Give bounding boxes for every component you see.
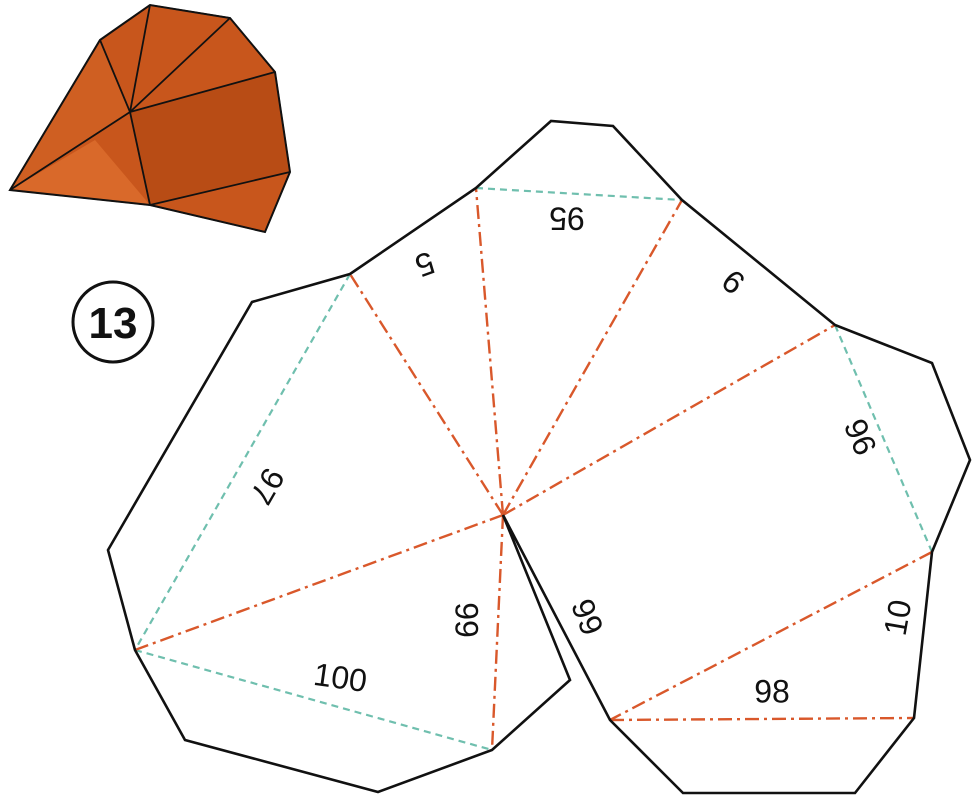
mountain-fold-4: [502, 323, 836, 517]
mountain-fold-3: [348, 273, 505, 516]
label-5: 5: [410, 244, 439, 284]
label-100: 100: [311, 656, 369, 699]
model-light-face-2: [10, 40, 130, 190]
label-99-left: 99: [449, 602, 485, 638]
valley-fold-96: [833, 324, 934, 553]
piece-number-circle: [71, 280, 155, 364]
piece-number-badge: 13: [71, 280, 155, 364]
valley-fold-95: [475, 186, 683, 202]
mountain-fold-7: [609, 550, 933, 722]
model-preview: [8, 3, 292, 234]
cut-outline: [106, 119, 972, 795]
label-98: 98: [754, 673, 790, 709]
model-shade-face: [130, 72, 290, 205]
label-99-right: 99: [564, 594, 611, 640]
label-95: 95: [549, 201, 585, 237]
label-9: 9: [715, 262, 752, 301]
label-96: 96: [837, 414, 884, 461]
mountain-fold-6: [490, 514, 505, 751]
mountain-fold-2: [501, 199, 684, 516]
label-10: 10: [877, 597, 919, 638]
valley-fold-97: [134, 273, 351, 651]
piece-number: 13: [89, 299, 138, 348]
model-light-face: [10, 140, 150, 205]
mountain-fold-8: [609, 716, 915, 722]
model-creases: [9, 4, 291, 206]
valley-fold-100: [134, 648, 493, 752]
mountain-fold-5: [134, 513, 504, 652]
valley-fold-lines: [134, 186, 934, 752]
mountain-fold-1: [474, 187, 505, 516]
mountain-fold-lines: [134, 187, 933, 751]
label-97: 97: [243, 462, 292, 511]
